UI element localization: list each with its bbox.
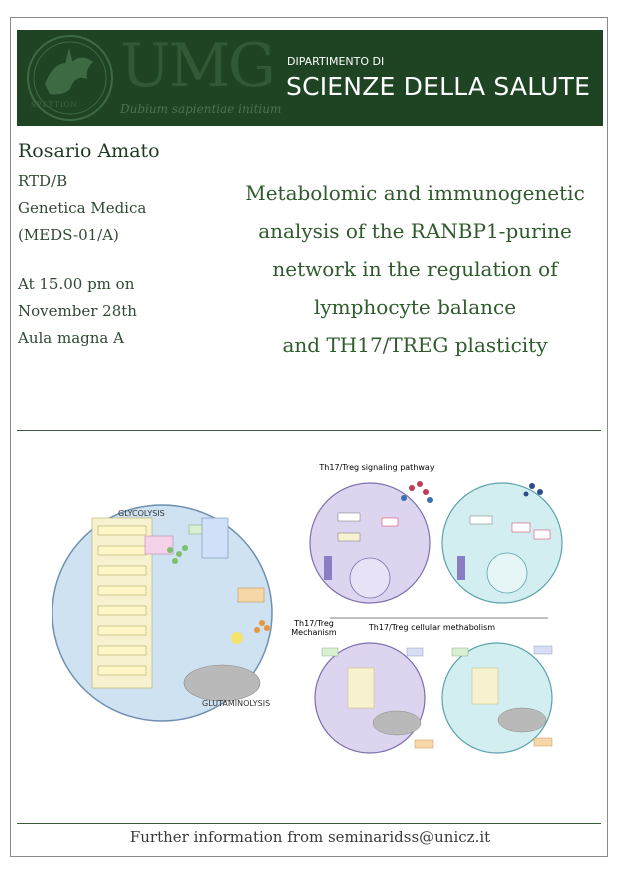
talk-title: Metabolomic and immunogenetic analysis o… <box>220 174 610 364</box>
university-logo-text: UMG <box>120 31 276 101</box>
contact-info: Further information from seminaridss@uni… <box>129 828 491 846</box>
mechanism-label: Mechanism <box>291 628 337 637</box>
speaker-field: Genetica Medica <box>18 199 147 217</box>
seal-caption: SPEΤTION <box>31 101 78 109</box>
event-time: At 15.00 pm on <box>18 275 135 293</box>
talk-title-line: analysis of the RANBP1-purine <box>258 219 572 243</box>
speaker-code: (MEDS-01/A) <box>18 226 119 244</box>
event-place: Aula magna A <box>18 329 124 347</box>
university-seal-logo <box>27 35 113 121</box>
glutaminolysis-label: GLUTAMINOLYSIS <box>202 699 270 708</box>
speaker-info: Rosario Amato RTD/B Genetica Medica (MED… <box>18 140 160 352</box>
talk-title-line: lymphocyte balance <box>313 295 517 319</box>
page-border <box>10 17 608 857</box>
glycolysis-label: GLYCOLYSIS <box>118 509 165 518</box>
speaker-name: Rosario Amato <box>18 140 160 162</box>
department-name: SCIENZE DELLA SALUTE <box>286 72 591 101</box>
event-date: November 28th <box>18 302 137 320</box>
talk-title-line: and TH17/TREG plasticity <box>282 333 548 357</box>
talk-title-line: Metabolomic and immunogenetic <box>245 181 585 205</box>
divider-bottom <box>17 823 601 824</box>
signaling-title: Th17/Treg signaling pathway <box>318 463 434 472</box>
university-motto: Dubium sapientiae initium <box>120 102 282 116</box>
mechanism-label: Th17/Treg <box>293 619 334 628</box>
th17-treg-illustration: GLYCOLYSIS GLUTAMINOLYSIS Th17/Treg sign… <box>52 463 563 754</box>
metabolism-title: Th17/Treg cellular methabolism <box>368 623 495 632</box>
treg-signaling-cell <box>441 482 563 604</box>
department-prefix: DIPARTIMENTO DI <box>287 55 385 68</box>
talk-title-line: network in the regulation of <box>272 257 558 281</box>
speaker-role: RTD/B <box>18 172 68 190</box>
divider-top <box>17 430 601 431</box>
department-banner: UMG Dubium sapientiae initium SPEΤTION D… <box>17 30 603 126</box>
